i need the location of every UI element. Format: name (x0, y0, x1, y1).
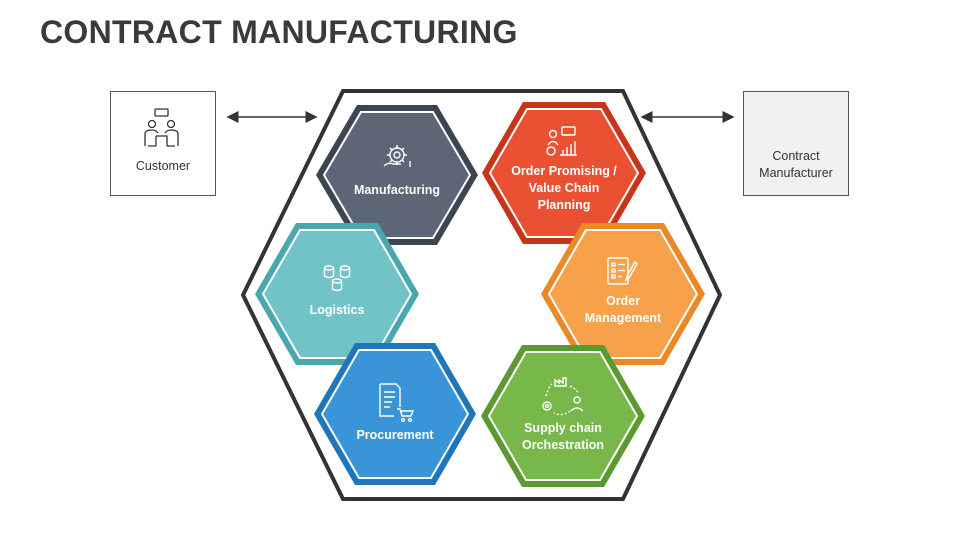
hexagon-label-logistics: Logistics (309, 303, 365, 317)
hexagon-manufacturing (316, 105, 478, 245)
manufacturer-label: Contract Manufacturer (759, 149, 833, 180)
hexagon-label-order-promising: Order Promising / Value Chain Planning (511, 164, 617, 212)
hexagon-order-management (541, 223, 705, 365)
customer-box: Customer (110, 91, 216, 196)
hexagon-label-order-management: Order Management (584, 294, 662, 325)
meeting-people-icon (144, 108, 179, 147)
hexagon-label-supply-chain: Supply chain Orchestration (522, 421, 604, 452)
customer-label: Customer (135, 159, 191, 173)
document-cart-icon (379, 383, 415, 423)
outer-hexagon (240, 89, 723, 501)
cycle-factory-icon (542, 377, 584, 416)
hexagon-face (322, 111, 472, 239)
hexagon-label-procurement: Procurement (356, 428, 434, 442)
gear-hand-icon (383, 145, 411, 167)
hexagon-logistics (255, 223, 419, 365)
page-title: CONTRACT MANUFACTURING (40, 14, 518, 50)
manufacturer-box: Contract Manufacturer (743, 91, 849, 196)
hexagon-supply-chain (481, 345, 645, 487)
hexagon-procurement (314, 343, 476, 485)
checklist-icon (607, 257, 638, 285)
hexagon-face (320, 349, 470, 479)
hexagon-face (547, 229, 699, 359)
hexagon-face (487, 351, 639, 481)
hexagon-order-promising (482, 102, 646, 244)
hexagon-label-manufacturing: Manufacturing (353, 183, 441, 197)
servers-icon (323, 265, 351, 292)
planning-chart-icon (546, 126, 577, 156)
